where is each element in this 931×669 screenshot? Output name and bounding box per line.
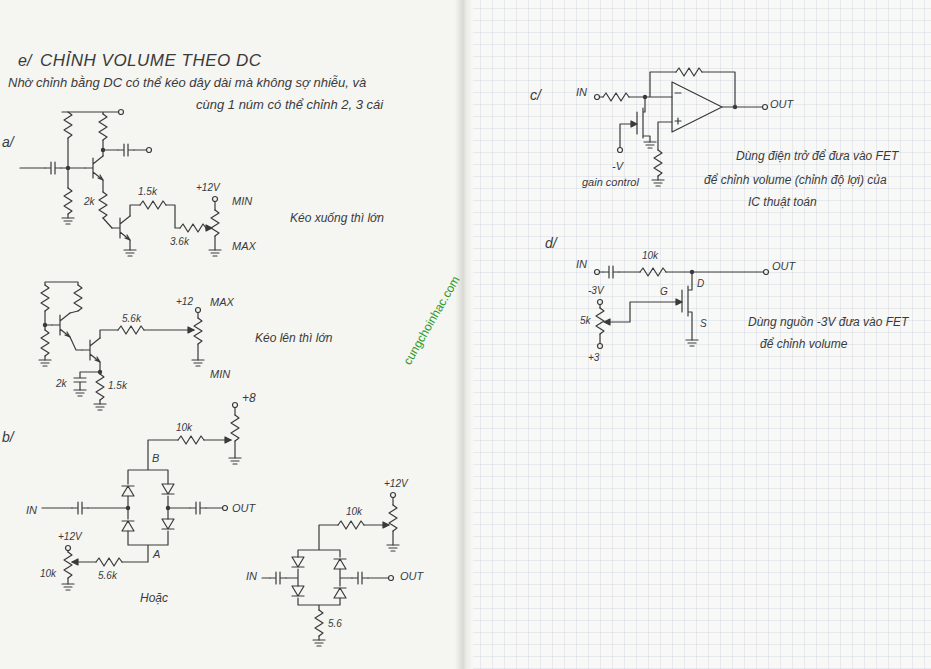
pot-end-label: MAX: [232, 240, 256, 252]
handwritten-note: Kéo lên thì lớn: [255, 332, 332, 345]
node-label: A: [153, 548, 160, 560]
component-value: 5.6: [328, 618, 342, 629]
pot-end-label: MIN: [232, 195, 252, 207]
component-value: 10k: [346, 506, 362, 517]
supply-label: +12: [176, 296, 193, 307]
handwritten-note: Nhờ chỉnh bằng DC có thể kéo dây dài mà …: [8, 76, 366, 90]
component-value: 10k: [40, 568, 56, 579]
page-title: CHỈNH VOLUME THEO DC: [40, 52, 262, 71]
circuit-a2: [39, 282, 204, 410]
signal-label: IN: [576, 258, 587, 270]
control-label: gain control: [582, 176, 639, 188]
signal-label: IN: [576, 86, 587, 98]
supply-label: +12V: [384, 478, 408, 489]
signal-label: OUT: [772, 260, 795, 272]
page-fold: [455, 0, 473, 669]
component-value: 10k: [642, 250, 658, 261]
control-label: -V: [612, 160, 623, 172]
pin-label: D: [697, 278, 704, 289]
pin-label: S: [700, 318, 707, 329]
supply-label: -3V: [588, 285, 604, 296]
supply-label: +12V: [196, 182, 220, 193]
opamp-fet-circuit: [595, 68, 768, 186]
signal-label: OUT: [232, 502, 255, 514]
pot-end-label: MAX: [210, 296, 234, 308]
handwritten-note: Kéo xuống thì lớn: [290, 212, 384, 225]
section-letter: b/: [2, 430, 14, 445]
component-value: 1.5k: [108, 380, 127, 391]
diode-bridge-2: [262, 493, 399, 647]
handwritten-note: Dùng nguồn -3V đưa vào FET: [748, 316, 908, 329]
component-value: 10k: [176, 422, 192, 433]
handwritten-note: IC thuật toán: [748, 196, 817, 209]
supply-label: +12V: [58, 531, 82, 542]
component-value: 2k: [84, 196, 95, 207]
fet-attenuator-circuit: [595, 266, 769, 349]
section-letter: c/: [530, 88, 541, 103]
component-value: 2k: [56, 378, 67, 389]
circuit-a1: [20, 110, 221, 257]
pin-label: G: [660, 286, 668, 297]
component-value: 5.6k: [122, 313, 141, 324]
handwritten-note: cùng 1 núm có thể chỉnh 2, 3 cái: [196, 98, 383, 112]
signal-label: IN: [246, 570, 257, 582]
component-value: 5k: [580, 315, 591, 326]
signal-label: OUT: [400, 570, 423, 582]
handwritten-note: để chỉnh volume (chỉnh độ lợi) của: [704, 174, 887, 187]
component-value: 5.6k: [98, 570, 117, 581]
handwritten-note: Hoặc: [140, 592, 168, 605]
handwritten-note: để chỉnh volume: [760, 338, 847, 351]
supply-label: +8: [242, 392, 256, 405]
pot-end-label: MIN: [210, 368, 230, 380]
node-label: B: [152, 452, 159, 464]
section-letter: e/: [18, 52, 31, 70]
diode-bridge-1: [42, 403, 241, 591]
section-letter: a/: [2, 135, 14, 150]
section-letter: d/: [545, 236, 557, 251]
signal-label: IN: [26, 504, 37, 516]
component-value: 1.5k: [138, 186, 157, 197]
signal-label: OUT: [770, 98, 793, 110]
component-value: 3.6k: [170, 236, 189, 247]
supply-label: +3: [588, 352, 599, 363]
handwritten-note: Dùng điện trở để đưa vào FET: [736, 150, 898, 163]
